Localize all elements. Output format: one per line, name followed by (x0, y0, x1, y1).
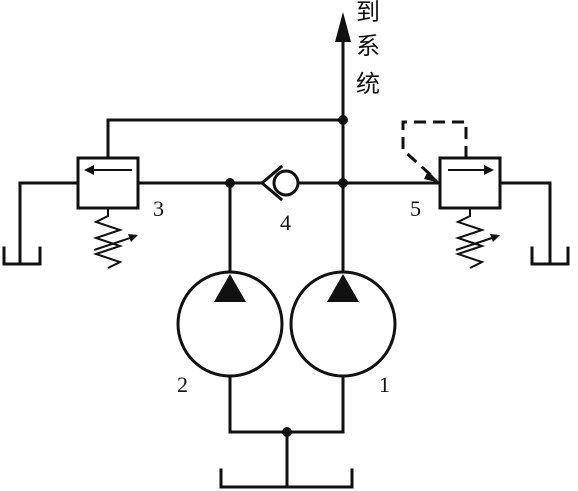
label-relief-valve-5: 5 (410, 196, 421, 221)
tank-right-icon (530, 181, 570, 266)
output-arrow-icon (335, 12, 351, 42)
label-pump-1: 1 (379, 372, 390, 397)
label-check-valve-4: 4 (280, 210, 291, 235)
tank-left-icon (2, 181, 42, 266)
destination-label-char-2: 系 (356, 32, 380, 60)
destination-label-char-1: 到 (356, 0, 380, 26)
destination-label-char-3: 统 (356, 70, 380, 98)
system-output-line (335, 12, 351, 185)
pump-2-icon (176, 181, 284, 434)
tank-bottom-icon (219, 430, 354, 489)
check-valve-4-icon (259, 164, 300, 202)
label-relief-valve-3: 3 (153, 196, 164, 221)
pilot-line-valve-3 (106, 118, 345, 160)
label-pump-2: 2 (177, 372, 188, 397)
pump-1-icon (289, 181, 397, 434)
junction-dots (225, 115, 348, 437)
relief-valve-5-icon (401, 120, 502, 269)
relief-valve-3-icon (76, 156, 140, 269)
